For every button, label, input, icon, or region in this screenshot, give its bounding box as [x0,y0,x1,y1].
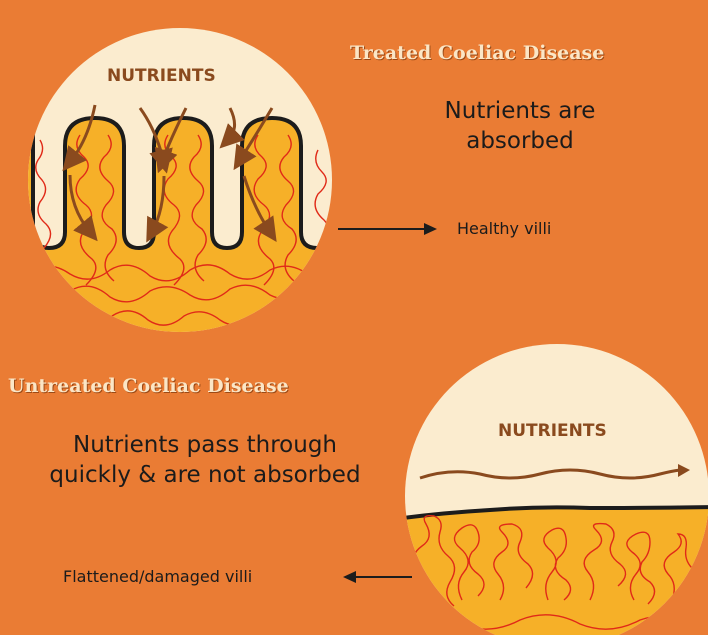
damaged-villi-circle [395,344,708,635]
treated-nutrients-label: NUTRIENTS [107,66,216,86]
untreated-description: Nutrients pass through quickly & are not… [40,430,370,490]
treated-title: Treated Coeliac Disease [350,42,604,64]
untreated-title: Untreated Coeliac Disease [8,375,289,397]
damaged-villi-label: Flattened/damaged villi [63,567,252,586]
treated-description: Nutrients are absorbed [420,96,620,156]
healthy-villi-pointer [338,223,437,235]
untreated-nutrients-label: NUTRIENTS [498,421,607,441]
healthy-villi-label: Healthy villi [457,219,551,238]
damaged-villi-pointer [343,571,412,583]
healthy-villi-tissue [20,118,345,345]
